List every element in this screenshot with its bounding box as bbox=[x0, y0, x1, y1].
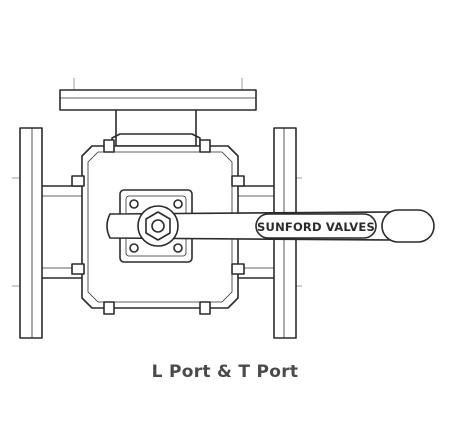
handle-lever bbox=[106, 209, 435, 243]
brand-plate bbox=[255, 213, 377, 239]
bolt-icon bbox=[71, 263, 85, 275]
handle-grip bbox=[381, 209, 435, 243]
bolt-hole-icon bbox=[129, 199, 139, 209]
bolt-icon bbox=[71, 175, 85, 187]
top-port bbox=[59, 89, 257, 147]
diagram-caption: L Port & T Port bbox=[151, 362, 299, 382]
bolt-icon bbox=[103, 301, 115, 315]
bolt-hole-icon bbox=[173, 243, 183, 253]
bolt-icon bbox=[231, 175, 245, 187]
stem-nut bbox=[137, 205, 179, 247]
top-flange bbox=[59, 89, 257, 111]
left-flange bbox=[19, 127, 43, 339]
bolt-icon bbox=[199, 139, 211, 153]
bolt-icon bbox=[103, 139, 115, 153]
bolt-hole-icon bbox=[129, 243, 139, 253]
bolt-icon bbox=[231, 263, 245, 275]
bolt-icon bbox=[199, 301, 211, 315]
handle-brand-label: SUNFORD VALVES bbox=[257, 220, 375, 234]
bolt-hole-icon bbox=[173, 199, 183, 209]
top-neck bbox=[115, 107, 197, 147]
body-bolts bbox=[71, 139, 245, 315]
